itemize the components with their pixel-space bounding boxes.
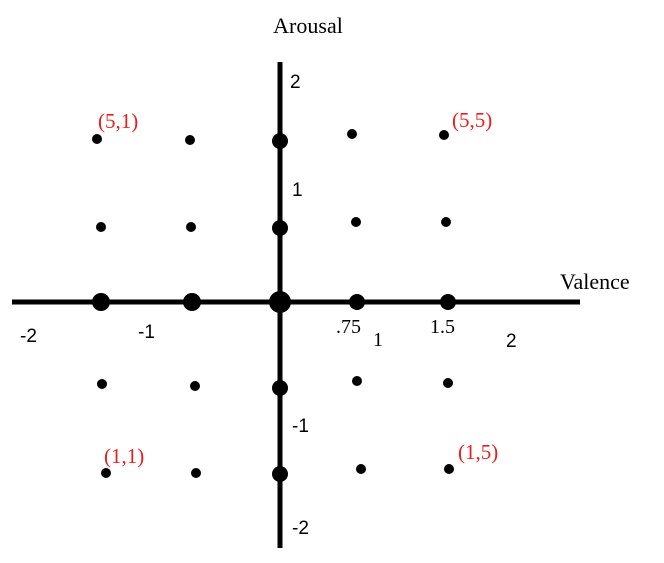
grid-point	[186, 222, 196, 232]
grid-point	[352, 376, 362, 386]
x-tick-label: 2	[506, 331, 517, 352]
grid-point	[440, 294, 456, 310]
corner-label-bottom-left: (1,1)	[104, 444, 144, 468]
x-tick-label: .75	[336, 316, 361, 338]
grid-point	[191, 468, 201, 478]
grid-point	[101, 468, 111, 478]
grid-point	[349, 294, 365, 310]
y-tick-label: 2	[290, 72, 301, 93]
grid-point	[356, 464, 366, 474]
grid-points	[92, 129, 456, 482]
grid-point	[444, 464, 454, 474]
x-axis-title: Valence	[560, 269, 630, 294]
corner-label-top-left: (5,1)	[98, 109, 138, 133]
grid-point	[185, 135, 195, 145]
grid-point	[92, 293, 110, 311]
corner-label-bottom-right: (1,5)	[458, 440, 498, 464]
corner-label-top-right: (5,5)	[452, 108, 492, 132]
grid-point	[183, 293, 201, 311]
grid-point	[351, 217, 361, 227]
x-tick-label: -1	[138, 322, 155, 343]
grid-point	[269, 291, 291, 313]
grid-point	[272, 220, 288, 236]
grid-point	[439, 130, 449, 140]
grid-point	[97, 379, 107, 389]
grid-point	[443, 378, 453, 388]
x-tick-label: 1	[373, 329, 383, 351]
grid-point	[272, 466, 288, 482]
grid-point	[92, 134, 102, 144]
y-tick-label: -1	[292, 416, 309, 437]
y-tick-label: 1	[292, 180, 303, 201]
y-tick-label: -2	[292, 518, 309, 539]
grid-point	[347, 129, 357, 139]
y-axis-title: Arousal	[273, 13, 343, 38]
grid-point	[272, 133, 288, 149]
x-tick-label: 1.5	[430, 316, 455, 338]
grid-point	[272, 380, 288, 396]
x-tick-label: -2	[20, 326, 37, 347]
grid-point	[190, 381, 200, 391]
grid-point	[441, 217, 451, 227]
grid-point	[96, 222, 106, 232]
